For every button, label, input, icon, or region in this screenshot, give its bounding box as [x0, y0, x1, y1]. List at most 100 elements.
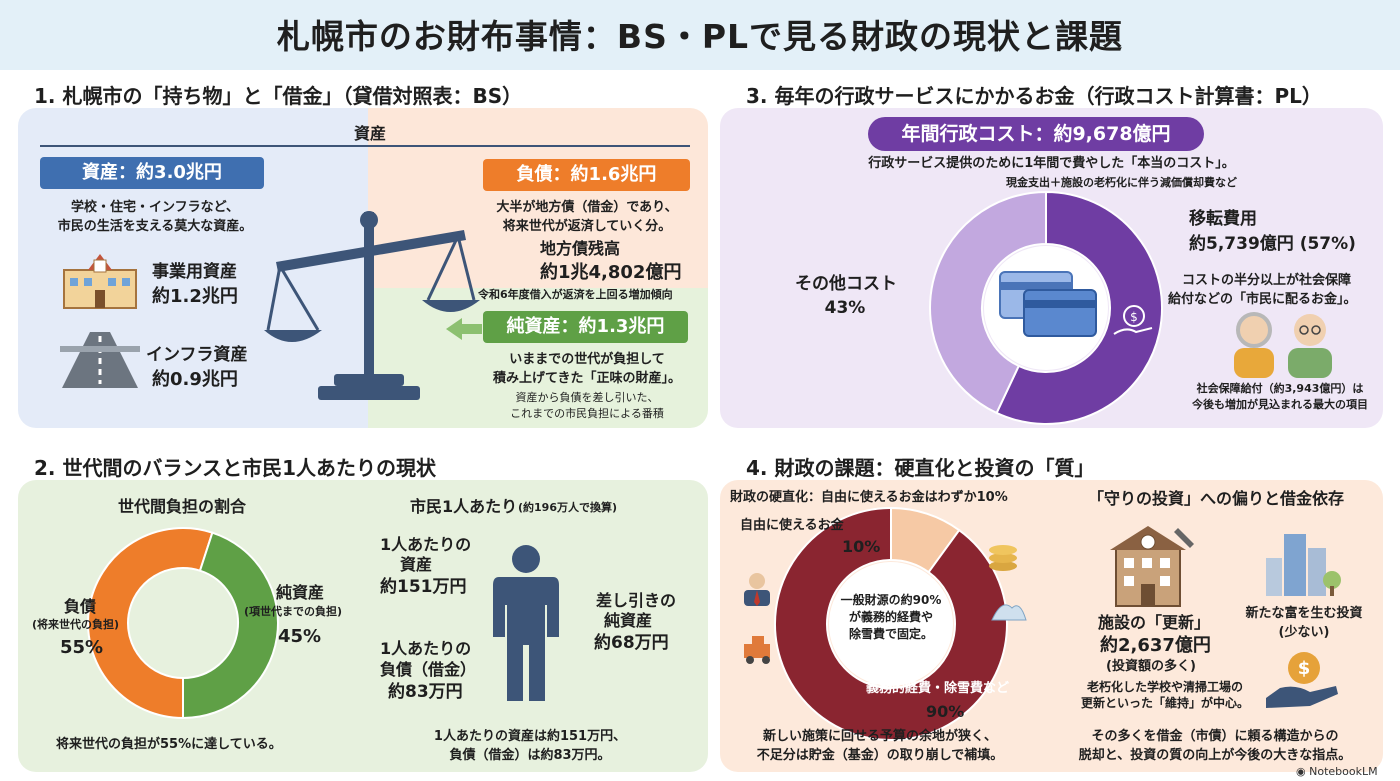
per-capita-summary-1: 1人あたりの資産は約151万円、: [433, 729, 627, 744]
transfer-label: 移転費用: [1189, 209, 1257, 229]
biz-assets-label: 事業用資産: [152, 262, 237, 282]
arrow-left-icon: [446, 318, 482, 340]
divider: [40, 145, 690, 147]
hand-coin-icon: $: [1113, 305, 1153, 335]
ss-note-1: 社会保障給付（約3,943億円）は: [1196, 382, 1364, 395]
infra-assets-value: 約0.9兆円: [152, 369, 238, 390]
slice-mandatory: [774, 506, 1008, 741]
rigidity-donut: [774, 506, 1008, 741]
balance-scale-icon: [264, 211, 480, 400]
transfer-desc-1: コストの半分以上が社会保障: [1182, 273, 1352, 288]
admin-cost-sub: 現金支出＋施設の老朽化に伴う減価償却費など: [1006, 176, 1237, 189]
mandatory-pct: 90%: [926, 702, 965, 721]
brand-label: NotebookLM: [1309, 765, 1378, 778]
transfer-value: 約5,739億円 (57%): [1189, 234, 1356, 254]
page-title: 札幌市のお財布事情：BS・PLで見る財政の現状と課題: [276, 17, 1124, 56]
net-note-1: 資産から負債を差し引いた、: [515, 391, 659, 404]
renewal-desc-1: 老朽化した学校や清掃工場の: [1086, 680, 1243, 694]
generational-burden-donut: [87, 527, 279, 720]
assets-center-label: 資産: [353, 124, 386, 143]
donut1-title: 世代間負担の割合: [118, 497, 247, 516]
bond-note: 令和6年度借入が返済を上回る増加傾向: [478, 288, 673, 301]
renewal-label: 施設の「更新」: [1098, 613, 1211, 632]
school-building-icon: [63, 254, 137, 309]
slice-transfer-cost: [995, 190, 1163, 425]
snowplow-icon: [744, 636, 770, 664]
pc-asset-value: 約151万円: [380, 577, 467, 597]
donut3-center: [829, 562, 953, 686]
transfer-desc-2: 給付などの「市民に配るお金」。: [1168, 292, 1357, 307]
net-desc-2: 積み上げてきた「正味の財産」。: [492, 371, 682, 386]
renewal-value: 約2,637億円: [1100, 635, 1211, 656]
infra-assets-label: インフラ資産: [146, 345, 248, 365]
donut1-footnote: 将来世代の負担が55%に達している。: [56, 737, 282, 752]
defensive-invest-title: 「守りの投資」への偏りと借金依存: [1088, 489, 1345, 508]
city-buildings-icon: [1266, 534, 1341, 596]
net-desc-1: いままでの世代が負担して: [509, 352, 665, 367]
other-cost-pct: 43%: [824, 298, 866, 318]
svg-text:$: $: [1130, 310, 1138, 324]
section1-heading: 1. 札幌市の「持ち物」と「借金」（貸借対照表：BS）: [34, 84, 523, 108]
liab-desc-2: 将来世代が返済していく分。: [502, 219, 672, 234]
section2-panel: [18, 480, 708, 772]
elderly-couple-icon: [1234, 312, 1332, 378]
donut1-net-pct: 45%: [278, 626, 322, 647]
donut1-liab-pct: 55%: [60, 637, 104, 658]
admin-cost-desc: 行政サービス提供のために1年間で費やした「本当のコスト」。: [868, 156, 1235, 171]
assets-pill: 資産：約3.0兆円: [40, 157, 264, 189]
net-assets-pill: 純資産：約1.3兆円: [483, 311, 688, 343]
renewal-desc-2: 更新といった「維持」が中心。: [1080, 696, 1249, 710]
section2-heading: 2. 世代間のバランスと市民1人あたりの現状: [34, 456, 436, 480]
pc-net-value: 約68万円: [594, 633, 669, 653]
rigidity-foot-2: 不足分は貯金（基金）の取り崩しで補填。: [756, 748, 1004, 763]
coins-icon: [989, 545, 1017, 571]
free-money-label: 自由に使えるお金: [740, 518, 844, 533]
liab-desc-1: 大半が地方債（借金）であり、: [496, 200, 678, 215]
brand-watermark: ◉ NotebookLM: [1296, 765, 1378, 778]
per-capita-note: (約196万人で換算): [518, 501, 618, 514]
facility-repair-icon: [1110, 526, 1194, 607]
slice-other-cost: [929, 190, 1047, 415]
defensive-foot-1: その多くを借金（市債）に頼る構造からの: [1091, 729, 1339, 744]
highway-icon: [60, 332, 140, 388]
rigidity-center-2: が義務的経費や: [848, 610, 933, 624]
donut1-net-sub: (項世代までの負担): [244, 605, 343, 618]
pc-net-l2: 純資産: [604, 611, 653, 630]
new-invest-label-2: (少ない): [1278, 625, 1330, 640]
free-money-pct: 10%: [842, 537, 881, 556]
ss-note-2: 今後も増加が見込まれる最大の項目: [1192, 398, 1368, 411]
svg-text:$: $: [1298, 658, 1311, 679]
mandatory-label: 義務的経費・除雪費など: [866, 681, 1010, 696]
liabilities-pill: 負債：約1.6兆円: [483, 159, 690, 191]
person-icon: [493, 545, 559, 701]
renewal-sub: (投資額の多く): [1106, 659, 1196, 674]
pc-asset-l2: 資産: [400, 555, 433, 574]
pc-debt-l2: 負債（借金）: [380, 660, 477, 679]
bond-label: 地方債残高: [540, 239, 621, 258]
bond-value: 約1兆4,802億円: [540, 262, 682, 283]
pc-net-l1: 差し引きの: [596, 591, 677, 610]
rigidity-center-1: 一般財源の約90%: [840, 593, 942, 607]
assets-desc-1: 学校・住宅・インフラなど、: [71, 200, 239, 215]
section4-heading: 4. 財政の課題：硬直化と投資の「質」: [746, 456, 1095, 480]
net-note-2: これまでの市民負担による番積: [510, 407, 664, 420]
donut1-liab-label: 負債: [64, 597, 97, 616]
admin-cost-pill: 年間行政コスト：約9,678億円: [868, 117, 1204, 151]
biz-assets-value: 約1.2兆円: [152, 286, 238, 307]
other-cost-label: その他コスト: [795, 274, 897, 294]
rigidity-title: 財政の硬直化：自由に使えるお金はわずか10%: [730, 490, 1008, 505]
new-invest-label-1: 新たな富を生む投資: [1245, 606, 1363, 621]
donut1-liab-sub: (将来世代の負担): [32, 618, 120, 631]
credit-card-icon: [999, 271, 1097, 337]
slice-liabilities: [87, 527, 214, 720]
businessman-icon: [744, 573, 770, 606]
title-bar: [0, 0, 1400, 70]
defensive-foot-2: 脱却と、投資の質の向上が今後の大きな指点。: [1078, 748, 1352, 763]
brand-logo-icon: ◉: [1296, 765, 1310, 778]
snow-mound-icon: [991, 604, 1027, 621]
per-capita-title: 市民1人あたり: [410, 497, 518, 516]
money-hand-icon: $: [1266, 652, 1338, 708]
pc-debt-l1: 1人あたりの: [380, 639, 472, 658]
assets-desc-2: 市民の生活を支える莫大な資産。: [57, 219, 253, 234]
rigidity-foot-1: 新しい施策に回せる予算の余地が狭く、: [762, 729, 997, 744]
